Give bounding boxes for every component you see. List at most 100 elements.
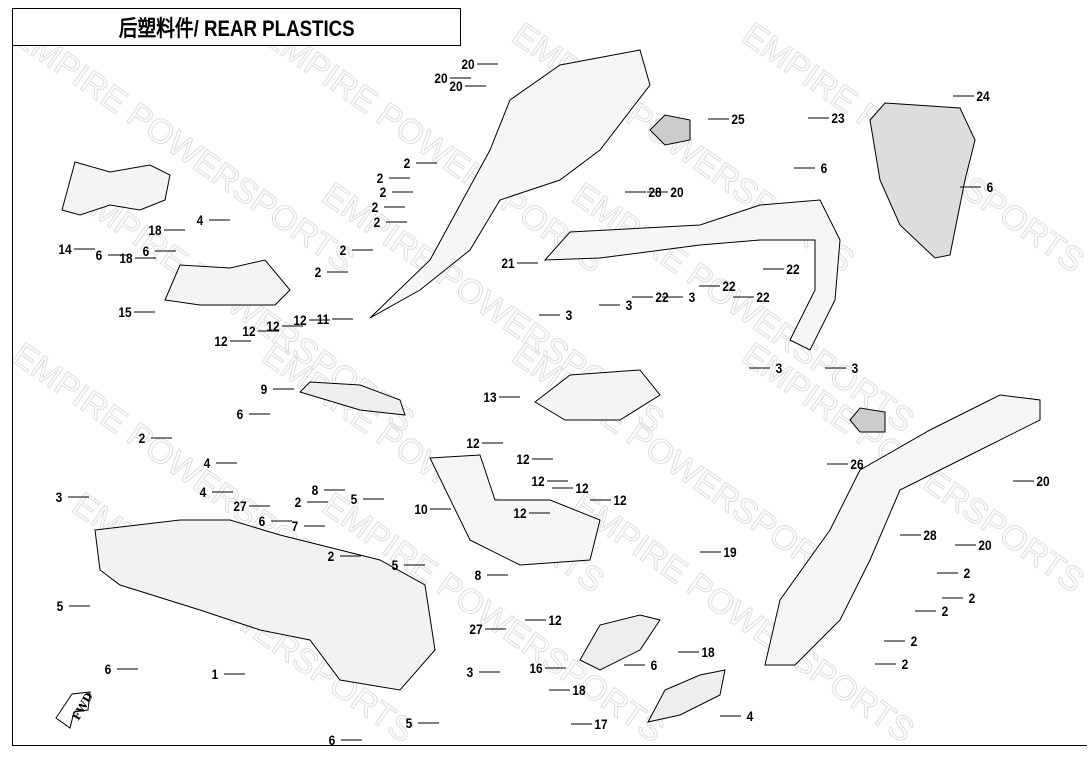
callout-part-2: 2	[373, 214, 381, 230]
callout-part-11: 11	[316, 311, 330, 327]
callout-part-2: 2	[910, 633, 918, 649]
callout-part-3: 3	[466, 664, 474, 680]
callout-part-19: 19	[723, 544, 737, 560]
callout-part-5: 5	[391, 557, 399, 573]
callout-part-1: 1	[211, 666, 219, 682]
callout-part-12: 12	[293, 312, 307, 328]
callout-part-20: 20	[978, 537, 992, 553]
part-10-floor-panel	[429, 454, 601, 566]
callout-part-4: 4	[203, 455, 211, 471]
callout-part-23: 23	[831, 110, 845, 126]
callout-part-12: 12	[548, 612, 562, 628]
callout-part-2: 2	[138, 430, 146, 446]
callout-part-5: 5	[350, 491, 358, 507]
callout-part-4: 4	[199, 484, 207, 500]
callout-part-2: 2	[327, 548, 335, 564]
callout-part-3: 3	[55, 489, 63, 505]
callout-part-12: 12	[613, 492, 627, 508]
callout-part-12: 12	[531, 473, 545, 489]
callout-part-12: 12	[513, 505, 527, 521]
callout-part-3: 3	[625, 297, 633, 313]
callout-part-2: 2	[403, 155, 411, 171]
callout-part-2: 2	[376, 170, 384, 186]
callout-part-15: 15	[118, 304, 132, 320]
part-11-left-fender	[369, 49, 651, 319]
callout-part-2: 2	[379, 184, 387, 200]
callout-part-20: 20	[1036, 473, 1050, 489]
callout-part-4: 4	[746, 708, 754, 724]
callout-part-18: 18	[119, 250, 133, 266]
part-25-clip	[649, 114, 691, 146]
part-1-rear-frame	[94, 519, 436, 691]
callout-part-12: 12	[575, 480, 589, 496]
callout-part-28: 28	[648, 184, 662, 200]
callout-part-18: 18	[701, 644, 715, 660]
fwd-arrow-icon: FWD	[54, 690, 96, 730]
callout-part-12: 12	[242, 323, 256, 339]
callout-part-3: 3	[775, 360, 783, 376]
callout-part-6: 6	[142, 243, 150, 259]
part-17-bracket	[647, 669, 726, 723]
callout-part-17: 17	[594, 716, 608, 732]
callout-part-18: 18	[148, 222, 162, 238]
callout-part-12: 12	[266, 318, 280, 334]
callout-part-10: 10	[414, 501, 428, 517]
part-9-trim	[299, 381, 406, 416]
callout-part-2: 2	[968, 590, 976, 606]
callout-part-6: 6	[986, 179, 994, 195]
callout-part-22: 22	[756, 289, 770, 305]
callout-part-6: 6	[258, 513, 266, 529]
callout-part-2: 2	[371, 199, 379, 215]
callout-part-24: 24	[976, 88, 990, 104]
callout-part-3: 3	[565, 307, 573, 323]
callout-part-26: 26	[850, 456, 864, 472]
callout-part-3: 3	[851, 360, 859, 376]
callout-part-27: 27	[469, 621, 483, 637]
part-23-tail-cover	[869, 102, 976, 259]
callout-part-22: 22	[655, 289, 669, 305]
callout-part-12: 12	[214, 333, 228, 349]
part-13-cover	[534, 369, 661, 421]
callout-part-20: 20	[670, 184, 684, 200]
part-21-rail	[543, 199, 841, 351]
callout-part-22: 22	[722, 278, 736, 294]
callout-part-20: 20	[449, 78, 463, 94]
callout-part-22: 22	[786, 261, 800, 277]
callout-part-4: 4	[196, 212, 204, 228]
callout-part-20: 20	[461, 56, 475, 72]
part-14-bracket	[61, 161, 171, 216]
callout-part-12: 12	[466, 435, 480, 451]
callout-part-7: 7	[291, 518, 299, 534]
callout-part-8: 8	[474, 567, 482, 583]
leader-lines	[68, 63, 1034, 741]
callout-part-21: 21	[501, 255, 515, 271]
callout-part-2: 2	[314, 264, 322, 280]
callout-part-13: 13	[483, 389, 497, 405]
callout-part-2: 2	[901, 656, 909, 672]
callout-part-12: 12	[516, 451, 530, 467]
part-16-bracket	[579, 614, 661, 671]
part-15-panel	[164, 259, 291, 306]
callout-part-9: 9	[260, 381, 268, 397]
part-26-clip	[849, 407, 886, 433]
drawing-frame	[12, 44, 1087, 746]
callout-part-2: 2	[941, 603, 949, 619]
callout-part-3: 3	[688, 289, 696, 305]
callout-part-6: 6	[104, 661, 112, 677]
callout-part-8: 8	[311, 482, 319, 498]
callout-part-6: 6	[328, 732, 336, 748]
callout-part-28: 28	[923, 527, 937, 543]
page-title: 后塑料件/ REAR PLASTICS	[118, 16, 355, 41]
callout-part-20: 20	[434, 70, 448, 86]
callout-part-6: 6	[650, 657, 658, 673]
callout-part-2: 2	[339, 242, 347, 258]
part-19-right-fender	[764, 394, 1041, 666]
callout-part-6: 6	[95, 247, 103, 263]
callout-part-2: 2	[294, 494, 302, 510]
callout-part-2: 2	[963, 565, 971, 581]
callout-part-5: 5	[405, 715, 413, 731]
title-box: 后塑料件/ REAR PLASTICS	[12, 8, 461, 46]
callout-part-27: 27	[233, 498, 247, 514]
callout-part-6: 6	[820, 160, 828, 176]
